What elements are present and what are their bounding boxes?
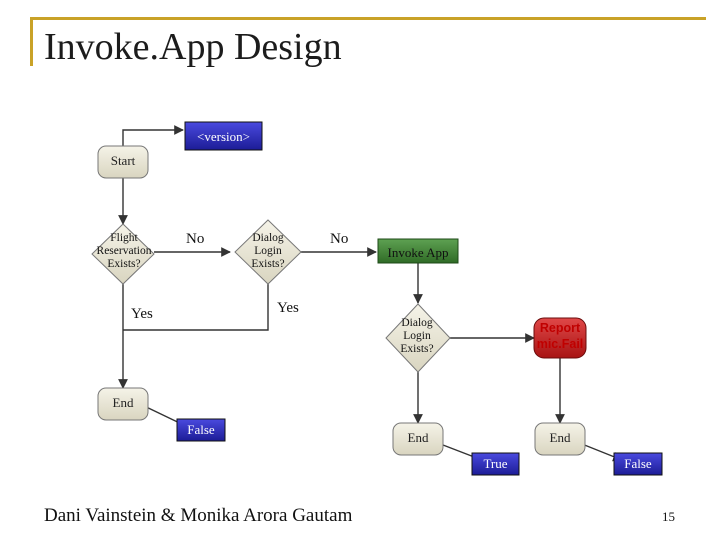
edge-label-yes-2: Yes: [277, 300, 299, 316]
return-false-label-1: False: [187, 422, 215, 437]
footer-authors: Dani Vainstein & Monika Arora Gautam: [44, 505, 353, 526]
return-false-box-1[interactable]: [176, 418, 226, 442]
dialog-decision-label-2: Dialog Login Exists?: [400, 317, 434, 356]
end-node-1[interactable]: [97, 387, 149, 421]
return-false-box-2[interactable]: [613, 452, 663, 476]
end-node-2[interactable]: [392, 422, 444, 456]
edge-label-no-1: No: [186, 231, 205, 247]
edge-label-no-2: No: [330, 231, 349, 247]
slide-title: Invoke.App Design: [44, 26, 342, 68]
edge-label-yes-1: Yes: [131, 306, 153, 322]
dialog-decision-label-1: Dialog Login Exists?: [251, 232, 285, 271]
start-node[interactable]: [97, 145, 149, 179]
connector-dialog-yes: [123, 284, 269, 331]
end-label-1: End: [112, 395, 134, 410]
title-rule-left: [30, 17, 33, 66]
version-box[interactable]: [184, 121, 263, 151]
title-rule-top: [30, 17, 706, 20]
connectors: [118, 125, 623, 462]
report-label: Report mic.Fail: [536, 321, 584, 351]
invoke-app-box[interactable]: [377, 238, 459, 264]
return-false-label-2: False: [624, 456, 652, 471]
end-node-3[interactable]: [534, 422, 586, 456]
return-true-box[interactable]: [471, 452, 520, 476]
invoke-app-label: Invoke App: [387, 245, 449, 260]
dialog-decision-diamond-1[interactable]: [234, 219, 302, 285]
report-box[interactable]: [533, 317, 587, 359]
flight-decision-diamond[interactable]: [91, 223, 155, 285]
flight-decision-label: Flight Reservation Exists?: [96, 232, 152, 271]
page-number: 15: [662, 509, 675, 524]
start-label: Start: [110, 153, 136, 168]
end-label-3: End: [549, 430, 571, 445]
return-true-label: True: [483, 456, 508, 471]
version-label: <version>: [197, 129, 250, 144]
dialog-decision-diamond-2[interactable]: [385, 303, 451, 373]
end-label-2: End: [407, 430, 429, 445]
